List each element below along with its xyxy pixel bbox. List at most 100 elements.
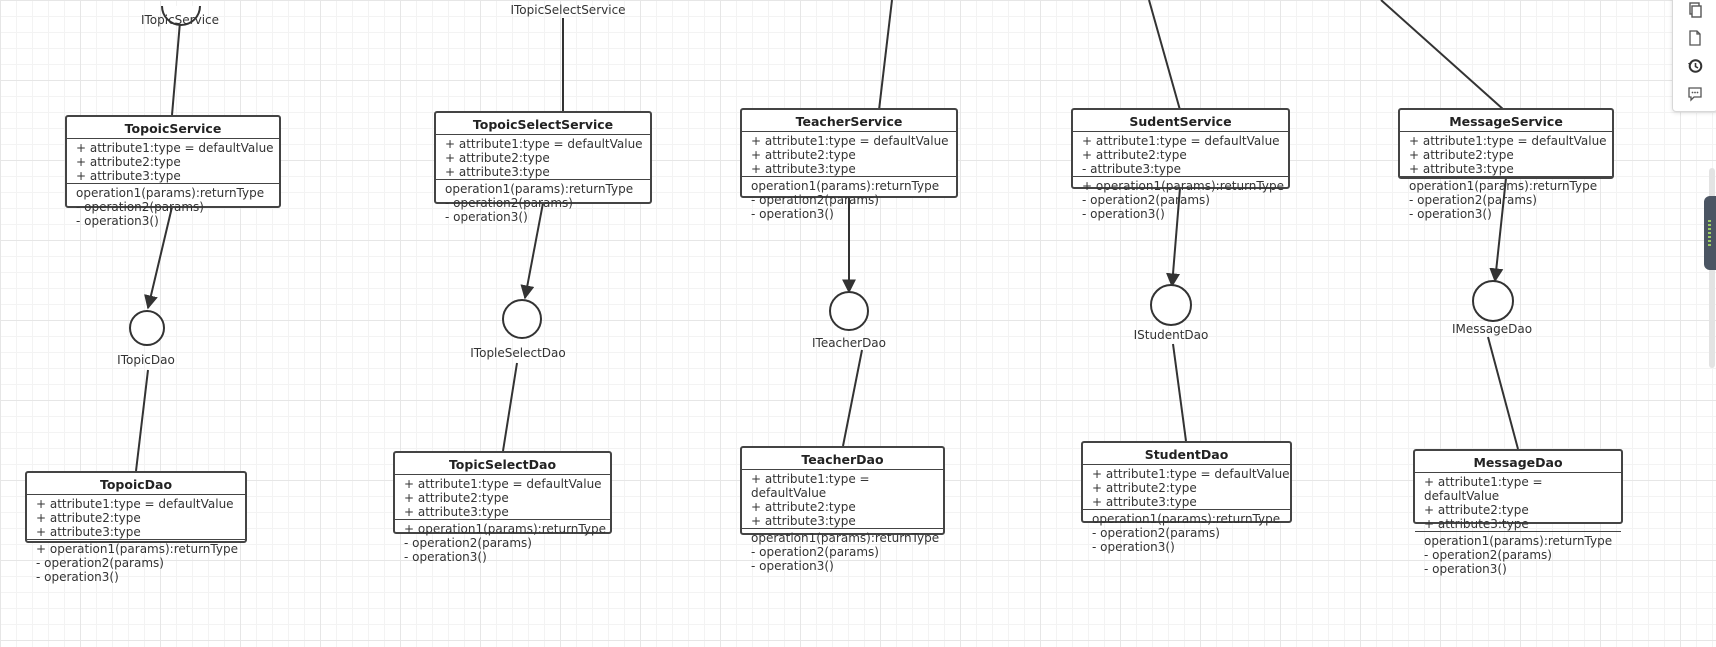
class-name: SudentService <box>1073 110 1288 132</box>
attribute-line: + attribute2:type <box>445 151 550 165</box>
operation-line: - operation3() <box>751 559 834 573</box>
operation-line: - operation3() <box>404 550 487 564</box>
attribute-line: + attribute2:type <box>1409 148 1514 162</box>
link-sudentservice-istudentdao[interactable] <box>1166 187 1181 288</box>
attribute-line: + attribute3:type <box>751 514 856 528</box>
page-button[interactable] <box>1673 25 1716 51</box>
class-box-sudentservice[interactable]: SudentService + attribute1:type = defaul… <box>1071 108 1290 221</box>
class-name: StudentDao <box>1083 443 1290 465</box>
attribute-line: + attribute1:type = defaultValue <box>404 477 602 491</box>
link-topoicselectservice-itopleselectdao[interactable] <box>520 202 544 300</box>
attribute-line: + attribute1:type = defaultValue <box>445 137 643 151</box>
link-iteacherdao-teacherdao[interactable] <box>842 349 863 447</box>
link-topoicservice-itopicdao[interactable] <box>144 206 173 310</box>
attribute-line: + attribute1:type = defaultValue <box>1409 134 1607 148</box>
history-button[interactable] <box>1673 53 1716 79</box>
comment-button[interactable] <box>1673 81 1716 107</box>
attribute-line: + attribute1:type = defaultValue <box>36 497 234 511</box>
class-name: TopoicSelectService <box>436 113 650 135</box>
class-box-teacherdao[interactable]: TeacherDao + attribute1:type = defaultVa… <box>740 446 945 573</box>
attribute-line: + attribute3:type <box>1424 517 1529 531</box>
class-operations: operation1(params):returnType - operatio… <box>1083 510 1290 554</box>
attribute-line: - attribute3:type <box>1082 162 1181 176</box>
class-box-topoicselectservice[interactable]: TopoicSelectService + attribute1:type = … <box>434 111 652 224</box>
attribute-line: + attribute1:type = <box>751 472 870 486</box>
operation-line: operation1(params):returnType <box>751 179 940 193</box>
operation-line: - operation2(params) <box>76 200 204 214</box>
operation-line: - operation2(params) <box>445 196 573 210</box>
link-top-teacherservice[interactable] <box>878 0 893 111</box>
interface-circle-itopicservice[interactable] <box>161 5 201 26</box>
connectors <box>135 0 1519 472</box>
copy-button[interactable] <box>1673 0 1716 23</box>
page-icon <box>1689 30 1701 46</box>
attribute-line: defaultValue <box>751 486 827 500</box>
operation-line: - operation3() <box>751 207 834 221</box>
operation-line: - operation3() <box>76 214 159 228</box>
interface-label-itopicdao: ITopicDao <box>117 353 175 367</box>
attribute-line: + attribute3:type <box>404 505 509 519</box>
attribute-line: + attribute2:type <box>76 155 181 169</box>
interface-label-iteacherdao: ITeacherDao <box>811 336 887 350</box>
operation-line: - operation2(params) <box>1092 526 1220 540</box>
attribute-line: + attribute2:type <box>1082 148 1187 162</box>
class-operations: + operation1(params):returnType - operat… <box>395 520 610 564</box>
attribute-line: + attribute2:type <box>1092 481 1197 495</box>
link-itopleselectdao-topicselectdao[interactable] <box>502 362 518 452</box>
class-attributes: + attribute1:type = defaultValue + attri… <box>27 495 245 540</box>
class-operations: operation1(params):returnType - operatio… <box>742 177 956 221</box>
class-attributes: + attribute1:type = defaultValue + attri… <box>742 470 943 529</box>
operation-line: - operation3() <box>36 570 119 584</box>
class-attributes: + attribute1:type = defaultValue + attri… <box>1415 473 1621 532</box>
link-messageservice-imessagedao[interactable] <box>1489 177 1507 283</box>
history-icon <box>1688 59 1703 73</box>
attribute-line: + attribute1:type = <box>1424 475 1543 489</box>
class-attributes: + attribute1:type = defaultValue + attri… <box>1400 132 1612 177</box>
operation-line: - operation2(params) <box>1409 193 1537 207</box>
attribute-line: + attribute1:type = defaultValue <box>76 141 274 155</box>
class-box-messagedao[interactable]: MessageDao + attribute1:type = defaultVa… <box>1413 449 1623 576</box>
link-itopicdao-topoicdao[interactable] <box>135 369 149 472</box>
link-itopicservice-topoicservice[interactable] <box>171 21 181 116</box>
class-operations: operation1(params):returnType - operatio… <box>742 529 943 573</box>
link-istudentdao-studentdao[interactable] <box>1172 343 1187 442</box>
attribute-line: + attribute1:type = defaultValue <box>1082 134 1280 148</box>
operation-line: + operation1(params):returnType <box>36 542 238 556</box>
interface-circle-imessagedao[interactable] <box>1472 280 1514 322</box>
class-box-topoicdao[interactable]: TopoicDao + attribute1:type = defaultVal… <box>25 471 247 584</box>
interface-circle-iteacherdao[interactable] <box>829 291 869 331</box>
class-name: MessageService <box>1400 110 1612 132</box>
operation-line: - operation2(params) <box>1082 193 1210 207</box>
operation-line: operation1(params):returnType <box>76 186 265 200</box>
class-box-topicselectdao[interactable]: TopicSelectDao + attribute1:type = defau… <box>393 451 612 564</box>
class-box-messageservice[interactable]: MessageService + attribute1:type = defau… <box>1398 108 1614 221</box>
link-top-messageservice[interactable] <box>1380 0 1505 111</box>
class-attributes: + attribute1:type = defaultValue + attri… <box>436 135 650 180</box>
sidebar-toggle-handle[interactable] <box>1704 196 1716 270</box>
interface-circle-itopleselectdao[interactable] <box>502 299 542 339</box>
class-box-teacherservice[interactable]: TeacherService + attribute1:type = defau… <box>740 108 958 221</box>
side-toolbar <box>1672 0 1716 112</box>
link-imessagedao-messagedao[interactable] <box>1487 336 1519 450</box>
operation-line: + operation1(params):returnType <box>1082 179 1284 193</box>
copy-icon <box>1689 2 1702 18</box>
operation-line: - operation3() <box>1409 207 1492 221</box>
operation-line: operation1(params):returnType <box>1409 179 1598 193</box>
class-box-studentdao[interactable]: StudentDao + attribute1:type = defaultVa… <box>1081 441 1292 554</box>
operation-line: - operation3() <box>1082 207 1165 221</box>
link-top-sudentservice[interactable] <box>1148 0 1181 111</box>
attribute-line: + attribute2:type <box>36 511 141 525</box>
attribute-line: + attribute3:type <box>445 165 550 179</box>
class-name: TopoicDao <box>27 473 245 495</box>
grip-icon <box>1708 220 1711 246</box>
class-box-topoicservice[interactable]: TopoicService + attribute1:type = defaul… <box>65 115 281 228</box>
class-name: TopoicService <box>67 117 279 139</box>
class-attributes: + attribute1:type = defaultValue + attri… <box>1083 465 1290 510</box>
interface-circle-itopicdao[interactable] <box>129 310 165 346</box>
class-operations: operation1(params):returnType - operatio… <box>67 184 279 228</box>
operation-line: - operation3() <box>1424 562 1507 576</box>
attribute-line: + attribute2:type <box>751 500 856 514</box>
interface-circle-istudentdao[interactable] <box>1150 284 1192 326</box>
attribute-line: + attribute3:type <box>76 169 181 183</box>
